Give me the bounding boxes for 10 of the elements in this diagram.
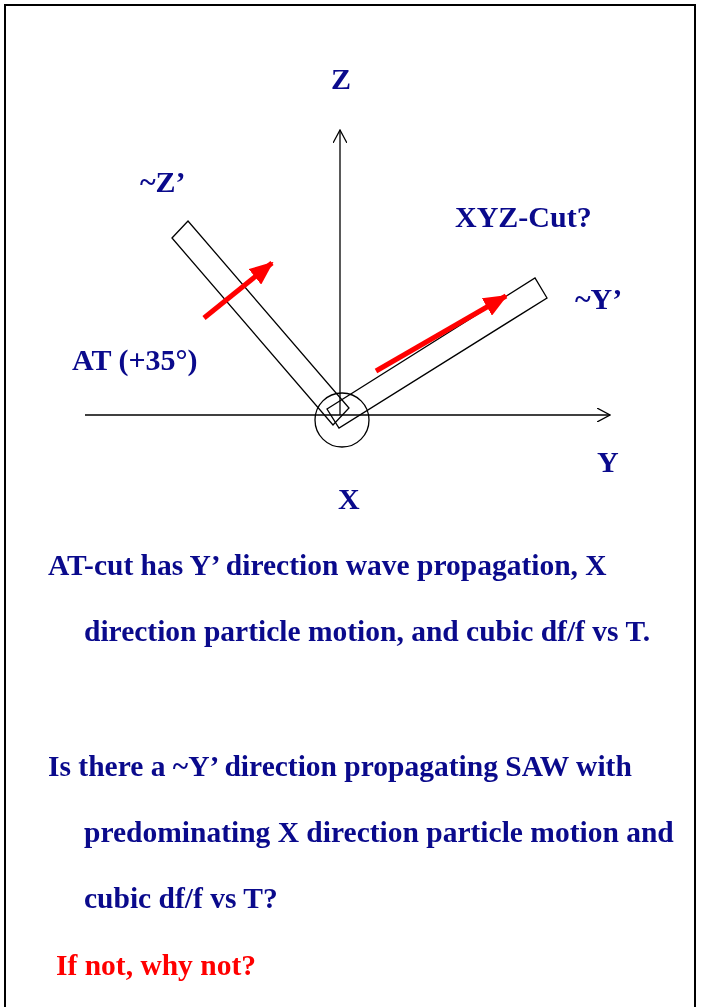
axis-label: ~Y’ xyxy=(575,282,623,316)
question-text: If not, why not? xyxy=(56,948,257,983)
axis-label: Z xyxy=(331,62,351,96)
paragraph: AT-cut has Y’ direction wave propagation, X direction particle motion, and cubic df/f vs T. xyxy=(48,548,652,649)
axis-label: Y xyxy=(597,445,619,479)
axis-label: ~Z’ xyxy=(140,165,186,199)
axis-label: X xyxy=(338,482,360,516)
cut-angle-label: AT (+35°) xyxy=(72,343,198,377)
paragraph: Is there a ~Y’ direction propagating SAW with predominating X direction particle motion and cubic df/f vs T? xyxy=(48,749,675,916)
cut-label: XYZ-Cut? xyxy=(455,200,592,234)
